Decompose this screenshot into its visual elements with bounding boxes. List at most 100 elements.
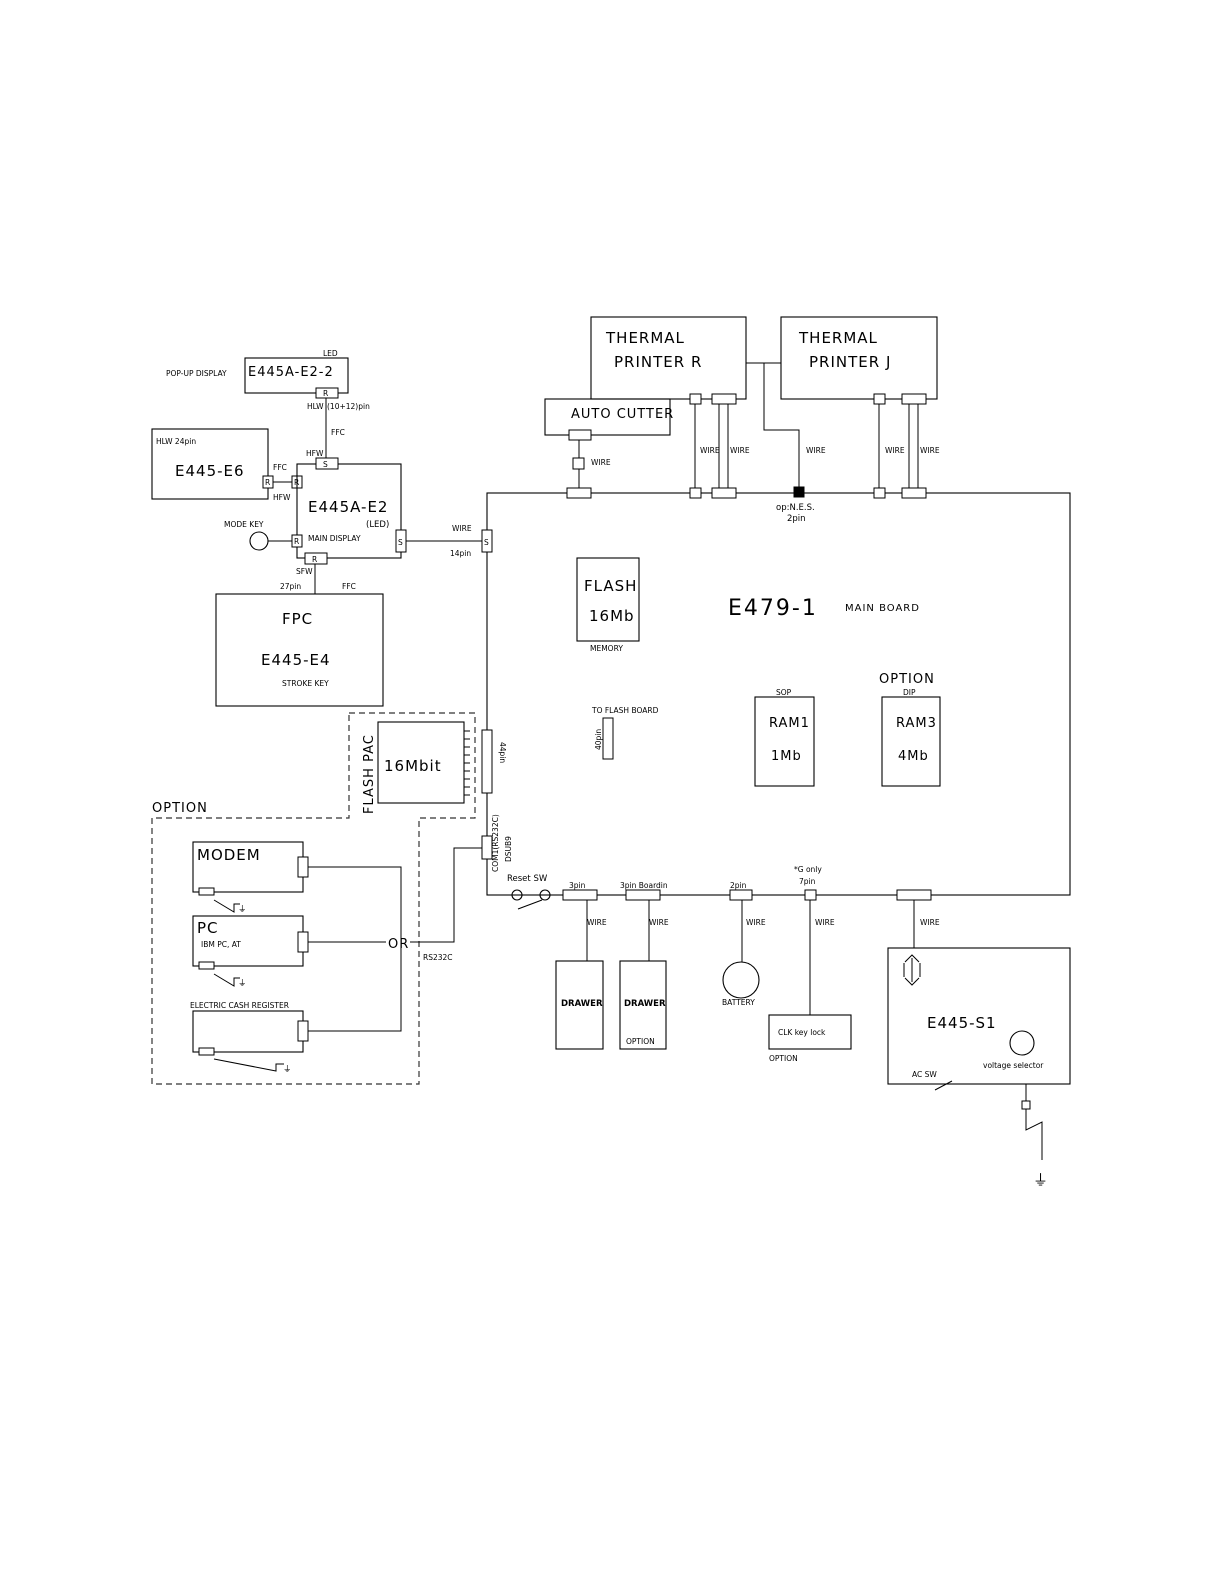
e445a-e2-r-left: R (294, 537, 299, 546)
e445a-e2-led: (LED) (366, 520, 389, 530)
ffc-fpc-label: FFC (342, 582, 356, 591)
pc-sub-label: IBM PC, AT (201, 940, 241, 949)
flash-pac-pins (464, 730, 470, 796)
pins14-label: 14pin (450, 549, 471, 558)
pins2-label: 2pin (730, 881, 747, 890)
ac-sw-label: AC SW (912, 1070, 937, 1079)
mb-14pin-s: S (484, 538, 489, 547)
pc: PC IBM PC, AT ⏚ (192, 915, 309, 989)
ram1-line1: RAM1 (769, 716, 810, 731)
ram3-line2: 4Mb (898, 749, 929, 764)
drawer-option-connector (625, 889, 661, 901)
e445a-e2-board: E445A-E2 (LED) MAIN DISPLAY (296, 463, 402, 559)
popup-display-caption: POP-UP DISPLAY (166, 369, 227, 378)
printer-j-wire-label-1: WIRE (885, 446, 905, 455)
battery-icon (722, 961, 760, 999)
clk-key-lock: CLK key lock OPTION (768, 1014, 852, 1063)
main-board: E479-1 MAIN BOARD (486, 492, 1071, 896)
printer-j-wires (878, 404, 919, 488)
popup-r-label: R (323, 389, 328, 398)
clk-option: OPTION (769, 1054, 798, 1063)
ac-cord-socket (1021, 1100, 1031, 1110)
ecr-power-cord (213, 1058, 284, 1072)
flash-line1: FLASH (584, 577, 637, 595)
popup-r-connector (315, 387, 339, 399)
mb-printer-j-connector-1 (873, 487, 886, 499)
psu-wire-label: WIRE (920, 918, 940, 927)
auto-cutter-wire-label: WIRE (591, 458, 611, 467)
com1-line2: DSUB9 (504, 836, 513, 862)
e445a-e2-r-bottom: R (312, 555, 317, 564)
popup-led-label: LED (323, 349, 338, 358)
mb-printer-j-connector-2 (901, 487, 927, 499)
pc-plug-icon: ⏚ (238, 979, 247, 989)
flash-pac-chip: 16Mbit (377, 721, 470, 804)
pins44-label: 44pin (498, 742, 507, 763)
popup-ffc-label: FFC (331, 428, 345, 437)
thermal-printer-j-line1: THERMAL (798, 329, 878, 347)
e445a-e2-s-connector-top (315, 457, 339, 470)
clk-label: CLK key lock (778, 1028, 826, 1037)
e445-e6-caption: HLW 24pin (156, 437, 196, 446)
main-board-name: E479-1 (728, 596, 818, 621)
e445-e6-hfw-label: HFW (273, 493, 291, 502)
popup-display-board: E445A-E2-2 (244, 357, 349, 394)
fpc-board: FPC E445-E4 STROKE KEY (215, 593, 384, 707)
auto-cutter-label: AUTO CUTTER (571, 407, 674, 422)
drawer-option-wire-label: WIRE (649, 918, 669, 927)
option-or-wires (308, 847, 482, 1032)
option-dip-option: OPTION (879, 672, 935, 687)
flash-pac-label: FLASH PAC (362, 734, 377, 814)
nes-wire-label: WIRE (806, 446, 826, 455)
mode-key-label: MODE KEY (224, 520, 264, 529)
reset-sw-wire (487, 894, 563, 910)
printer-r-connector-1 (689, 393, 702, 405)
option-group-label: OPTION (152, 801, 208, 816)
modem-connector (297, 856, 309, 878)
ac-power-cord (1025, 1084, 1043, 1160)
drawer-wire-label: WIRE (587, 918, 607, 927)
to-flash-board-label: TO FLASH BOARD (591, 706, 659, 715)
drawer-label: DRAWER (561, 999, 603, 1009)
or-label: OR (388, 937, 409, 952)
printer-r-connector-2 (711, 393, 737, 405)
ac-plug-icon: ⏚ (1033, 1171, 1049, 1189)
e445-e6-r-label: R (265, 478, 270, 487)
popup-display-board-name: E445A-E2-2 (248, 365, 334, 380)
sop-label: SOP (776, 688, 792, 697)
main-board-suffix: MAIN BOARD (845, 603, 920, 614)
e445-e6-name: E445-E6 (175, 462, 245, 480)
mode-key-icon (249, 531, 269, 551)
modem-label: MODEM (197, 846, 261, 864)
e445-e6-ffc-label: FFC (273, 463, 287, 472)
ram1: RAM1 1Mb (754, 696, 815, 787)
e445a-e2-hfw-label: HFW (306, 449, 324, 458)
thermal-printer-j: THERMAL PRINTER J (780, 316, 938, 400)
flash-memory-label: MEMORY (590, 644, 623, 653)
e445-s1-board: E445-S1 voltage selector AC SW (887, 947, 1071, 1091)
printer-j-connector-1 (873, 393, 886, 405)
drawer: DRAWER (555, 960, 604, 1050)
e445-e6-board: HLW 24pin E445-E6 (151, 428, 269, 500)
g-only-line2: 7pin (799, 877, 816, 886)
ecr-plug-icon: ⏚ (283, 1065, 292, 1075)
flash-line2: 16Mb (589, 607, 635, 625)
e445-s1-name: E445-S1 (927, 1014, 997, 1032)
drawer-option: DRAWER OPTION (619, 960, 667, 1050)
mb-44pin-connector (481, 729, 493, 794)
pc-connector (297, 931, 309, 953)
e445a-e2-r-connector-bottom (304, 552, 328, 565)
printer-j-connector-2 (901, 393, 927, 405)
auto-cutter: AUTO CUTTER (544, 398, 674, 436)
option-group-border (151, 712, 476, 1085)
com1-line1: COM1(RS232C) (491, 814, 500, 872)
voltage-selector-label: voltage selector (983, 1061, 1044, 1070)
mb-printer-r-connector-2 (711, 487, 737, 499)
mb-14pin-connector (481, 529, 493, 553)
flash-memory: FLASH 16Mb MEMORY (576, 557, 640, 653)
thermal-printer-r: THERMAL PRINTER R (590, 316, 747, 400)
printer-link-wire (746, 362, 800, 487)
ecr-connector (297, 1020, 309, 1042)
op-nes-line2: 2pin (787, 514, 806, 524)
